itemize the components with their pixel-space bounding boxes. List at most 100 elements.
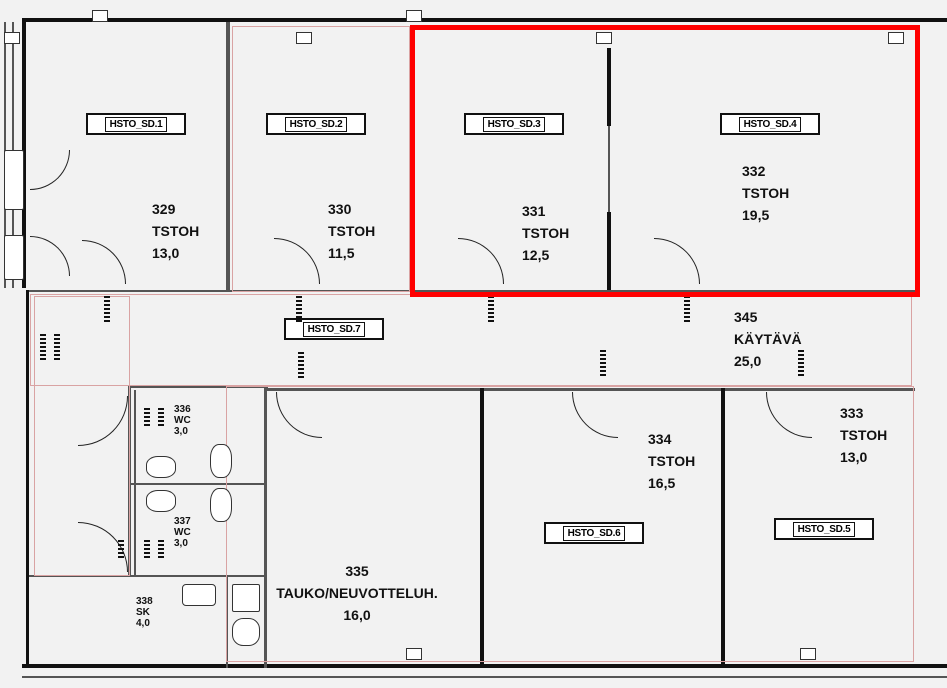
wall-331-332-glass	[608, 126, 610, 212]
symbol-marker	[158, 540, 164, 560]
room-tag-sd1: HSTO_SD.1	[86, 113, 186, 135]
room-tag-sd6: HSTO_SD.6	[544, 522, 644, 544]
room-tag-sd4: HSTO_SD.4	[720, 113, 820, 135]
room-337-name: WC	[174, 527, 191, 538]
door-329	[82, 240, 126, 284]
wall-335-334	[480, 388, 484, 668]
room-337-number: 337	[174, 516, 191, 527]
wall-329-330	[226, 22, 230, 290]
room-334-area: 16,5	[648, 475, 676, 491]
wall-upper-rooms-bottom	[29, 290, 919, 292]
toilet-icon	[210, 488, 232, 522]
symbol-marker	[144, 408, 150, 428]
room-336-number: 336	[174, 404, 191, 415]
sink-icon	[182, 584, 216, 606]
symbol-marker	[144, 540, 150, 560]
wall-338-right	[226, 577, 228, 668]
wall-left-lower	[26, 290, 29, 668]
room-334-name: TSTOH	[648, 453, 696, 469]
wall-left	[22, 18, 26, 288]
door-side-2	[30, 236, 70, 276]
symbol-marker	[104, 296, 110, 324]
symbol-marker	[298, 352, 304, 380]
toilet-icon	[210, 444, 232, 478]
wall-wc-box-right	[264, 385, 267, 668]
room-tag-sd2-label: HSTO_SD.2	[284, 116, 348, 132]
room-345-name: KÄYTÄVÄ	[734, 331, 802, 347]
room-336-name: WC	[174, 415, 191, 426]
room-333: 333 TSTOH 13,0	[840, 402, 887, 468]
room-331-number: 331	[522, 203, 546, 219]
room-tag-sd6-label: HSTO_SD.6	[562, 525, 626, 541]
symbol-marker	[296, 296, 302, 324]
wall-bottom-inner	[22, 676, 947, 678]
room-333-name: TSTOH	[840, 427, 888, 443]
appliance-icon	[232, 584, 260, 612]
room-330-name: TSTOH	[328, 223, 376, 239]
grid-marker	[4, 32, 20, 44]
room-tag-sd3: HSTO_SD.3	[464, 113, 564, 135]
wall-wc-inner	[134, 390, 136, 575]
room-330-number: 330	[328, 201, 352, 217]
zone-outline-lower	[226, 386, 914, 662]
room-338-area: 4,0	[136, 618, 150, 629]
grid-marker	[406, 648, 422, 660]
grid-marker	[800, 648, 816, 660]
room-329-area: 13,0	[152, 245, 180, 261]
room-335: 335 TAUKO/NEUVOTTELUH. 16,0	[272, 560, 442, 626]
symbol-marker	[600, 350, 606, 378]
room-329-name: TSTOH	[152, 223, 200, 239]
grid-marker	[596, 32, 612, 44]
wall-338-top	[29, 575, 264, 577]
room-345: 345 KÄYTÄVÄ 25,0	[734, 306, 802, 372]
room-337: 337 WC 3,0	[174, 516, 191, 549]
symbol-marker	[798, 350, 804, 378]
door-side-1	[30, 150, 70, 190]
symbol-marker	[54, 334, 60, 362]
room-345-area: 25,0	[734, 353, 762, 369]
symbol-marker	[158, 408, 164, 428]
wall-corridor-bottom	[265, 388, 915, 391]
wall-331-332-lower	[607, 212, 611, 290]
sink-icon	[146, 490, 176, 512]
zone-outline-330	[232, 26, 410, 292]
wall-bottom	[22, 664, 947, 668]
room-335-name: TAUKO/NEUVOTTELUH.	[276, 585, 438, 601]
wall-wc-box-top	[128, 385, 268, 388]
room-336-area: 3,0	[174, 426, 188, 437]
room-tag-sd3-label: HSTO_SD.3	[482, 116, 546, 132]
room-tag-sd2: HSTO_SD.2	[266, 113, 366, 135]
highlight-box	[410, 25, 920, 297]
grid-marker	[92, 10, 108, 22]
room-tag-sd1-label: HSTO_SD.1	[104, 116, 168, 132]
symbol-marker	[118, 540, 124, 560]
sink-icon	[146, 456, 176, 478]
room-tag-sd5-label: HSTO_SD.5	[792, 521, 856, 537]
room-338-name: SK	[136, 607, 150, 618]
room-329-number: 329	[152, 201, 176, 217]
wall-wc-mid	[131, 483, 264, 485]
room-336: 336 WC 3,0	[174, 404, 191, 437]
room-332: 332 TSTOH 19,5	[742, 160, 789, 226]
room-335-area: 16,0	[343, 607, 371, 623]
grid-marker	[888, 32, 904, 44]
room-331: 331 TSTOH 12,5	[522, 200, 569, 266]
room-331-name: TSTOH	[522, 225, 570, 241]
room-335-number: 335	[345, 563, 369, 579]
room-334: 334 TSTOH 16,5	[648, 428, 695, 494]
room-333-area: 13,0	[840, 449, 868, 465]
wall-top	[22, 18, 947, 22]
shaft-fixture	[4, 150, 24, 210]
wall-334-333	[721, 388, 725, 668]
room-332-area: 19,5	[742, 207, 770, 223]
basin-icon	[232, 618, 260, 646]
wall-331-332	[607, 48, 611, 126]
room-tag-sd7-label: HSTO_SD.7	[302, 321, 366, 337]
symbol-marker	[684, 296, 690, 324]
room-338: 338 SK 4,0	[136, 596, 153, 629]
room-tag-sd7: HSTO_SD.7	[284, 318, 384, 340]
room-337-area: 3,0	[174, 538, 188, 549]
shaft-fixture-2	[4, 235, 24, 280]
room-332-number: 332	[742, 163, 766, 179]
